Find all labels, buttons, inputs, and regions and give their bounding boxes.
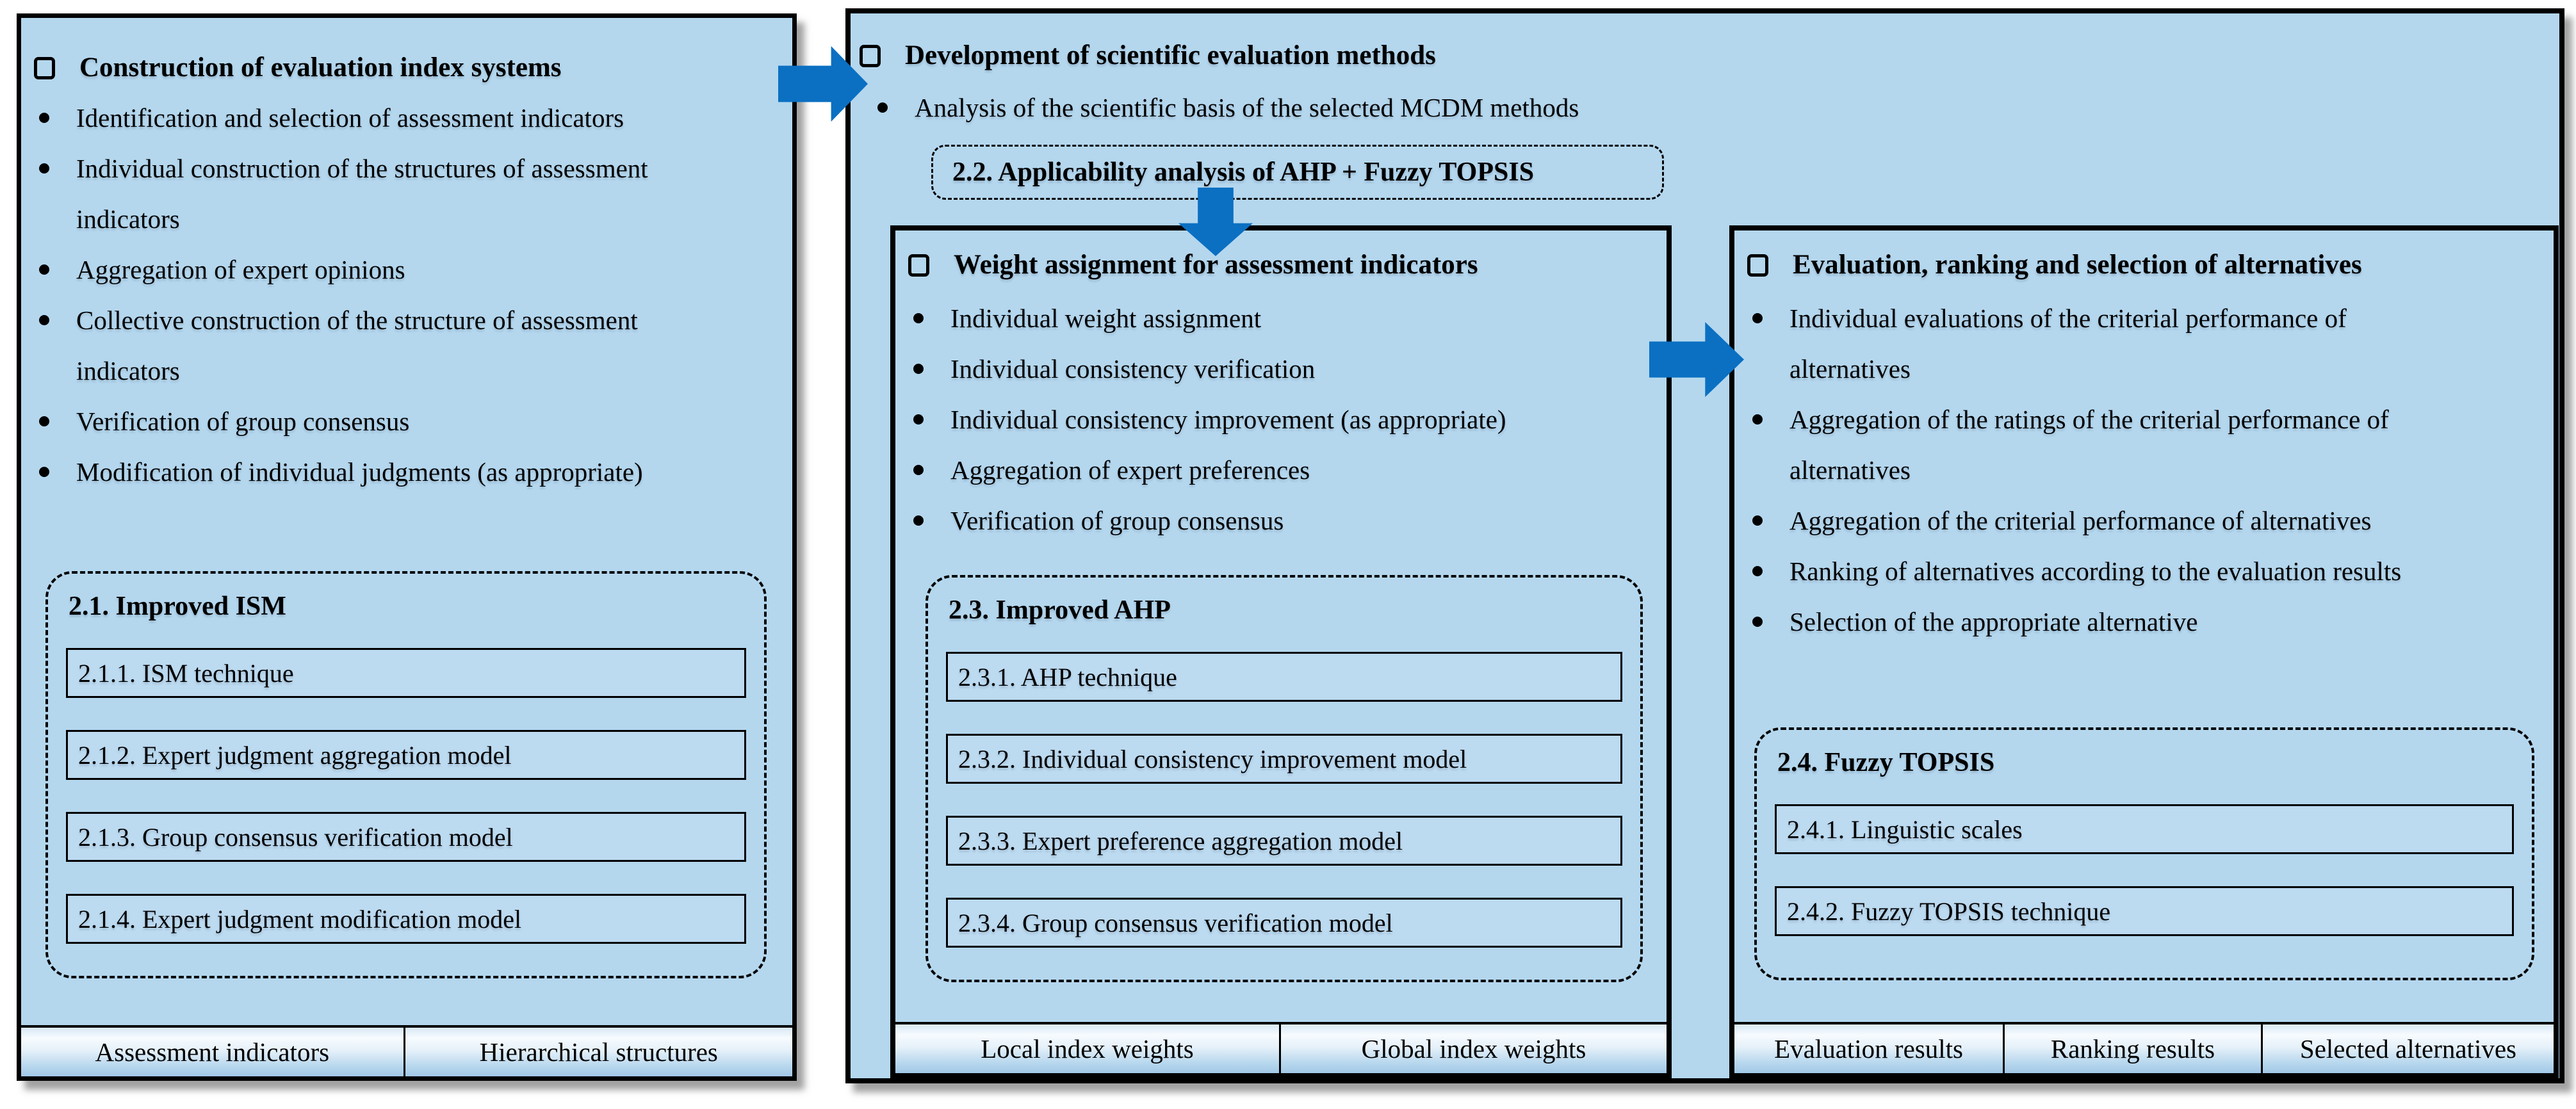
output-cell: Local index weights xyxy=(895,1024,1281,1073)
bullet-dot-icon xyxy=(1752,313,1763,323)
bullet-dot-icon xyxy=(913,414,924,425)
output-cell: Evaluation results xyxy=(1734,1024,2005,1073)
list-item: Identification and selection of assessme… xyxy=(21,93,720,143)
outputs-bar: Assessment indicators Hierarchical struc… xyxy=(21,1025,792,1076)
panel-header: Development of scientific evaluation met… xyxy=(860,38,1436,74)
list-item: Aggregation of the criterial performance… xyxy=(1734,496,2470,546)
model-item-box: 2.1.2. Expert judgment aggregation model xyxy=(66,730,746,780)
model-item-box: 2.3.1. AHP technique xyxy=(946,652,1622,702)
box-title: 2.4. Fuzzy TOPSIS xyxy=(1777,748,1995,777)
model-item-box: 2.3.2. Individual consistency improvemen… xyxy=(946,734,1622,784)
list-item: Individual evaluations of the criterial … xyxy=(1734,293,2470,394)
applicability-analysis-box: 2.2. Applicability analysis of AHP + Fuz… xyxy=(931,145,1664,200)
list-item: Verification of group consensus xyxy=(895,496,1661,546)
fuzzy-topsis-box: 2.4. Fuzzy TOPSIS 2.4.1. Linguistic scal… xyxy=(1754,727,2534,980)
bullet-dot-icon xyxy=(39,113,49,123)
improved-ism-box: 2.1. Improved ISM 2.1.1. ISM technique 2… xyxy=(45,571,767,978)
box-title: 2.3. Improved AHP xyxy=(949,595,1171,625)
model-item-box: 2.1.4. Expert judgment modification mode… xyxy=(66,894,746,944)
outputs-bar: Local index weights Global index weights xyxy=(895,1022,1667,1073)
output-cell: Global index weights xyxy=(1361,1034,1586,1064)
model-item-list: 2.1.1. ISM technique 2.1.2. Expert judgm… xyxy=(66,648,746,944)
bullet-list: Individual weight assignment Individual … xyxy=(895,293,1661,546)
bullet-dot-icon xyxy=(39,467,49,477)
bullet-dot-icon xyxy=(877,102,888,113)
bullet-dot-icon xyxy=(39,264,49,275)
model-item-box: 2.4.2. Fuzzy TOPSIS technique xyxy=(1775,886,2514,936)
bullet-dot-icon xyxy=(1752,515,1763,526)
model-item-box: 2.4.1. Linguistic scales xyxy=(1775,804,2514,854)
bullet-dot-icon xyxy=(39,416,49,426)
bullet-list: Individual evaluations of the criterial … xyxy=(1734,293,2470,647)
outputs-bar: Evaluation results Ranking results Selec… xyxy=(1734,1022,2554,1073)
bullet-dot-icon xyxy=(913,465,924,475)
panel-header-label: Construction of evaluation index systems xyxy=(79,53,562,83)
square-bullet-icon xyxy=(34,56,55,79)
list-item: Ranking of alternatives according to the… xyxy=(1734,546,2470,597)
bullet-dot-icon xyxy=(913,313,924,323)
bullet-dot-icon xyxy=(39,163,49,174)
weight-assignment-subpanel: Weight assignment for assessment indicat… xyxy=(890,225,1672,1078)
model-item-box: 2.1.1. ISM technique xyxy=(66,648,746,698)
list-item: Individual consistency verification xyxy=(895,344,1661,394)
bullet-dot-icon xyxy=(1752,566,1763,576)
list-item: Verification of group consensus xyxy=(21,396,720,447)
evaluation-methods-panel: Development of scientific evaluation met… xyxy=(845,8,2564,1083)
output-cell: Ranking results xyxy=(2005,1024,2263,1073)
model-item-list: 2.3.1. AHP technique 2.3.2. Individual c… xyxy=(946,652,1622,948)
panel-header-label: Development of scientific evaluation met… xyxy=(905,40,1436,70)
square-bullet-icon xyxy=(1747,254,1768,277)
list-item: Modification of individual judgments (as… xyxy=(21,447,720,498)
panel-header: Evaluation, ranking and selection of alt… xyxy=(1747,247,2362,283)
model-item-box: 2.3.4. Group consensus verification mode… xyxy=(946,898,1622,948)
evaluation-ranking-subpanel: Evaluation, ranking and selection of alt… xyxy=(1729,225,2559,1078)
list-item: Analysis of the scientific basis of the … xyxy=(860,83,2452,133)
index-construction-panel: Construction of evaluation index systems… xyxy=(17,13,797,1081)
bullet-list: Analysis of the scientific basis of the … xyxy=(860,83,2452,133)
model-item-box: 2.1.3. Group consensus verification mode… xyxy=(66,812,746,862)
box-title: 2.1. Improved ISM xyxy=(69,592,286,621)
output-cell: Hierarchical structures xyxy=(479,1037,718,1067)
bullet-dot-icon xyxy=(913,515,924,526)
improved-ahp-box: 2.3. Improved AHP 2.3.1. AHP technique 2… xyxy=(925,575,1643,982)
list-item: Aggregation of expert preferences xyxy=(895,445,1661,496)
panel-header: Weight assignment for assessment indicat… xyxy=(908,247,1478,283)
panel-header: Construction of evaluation index systems xyxy=(34,50,562,86)
list-item: Aggregation of the ratings of the criter… xyxy=(1734,394,2470,496)
bullet-dot-icon xyxy=(913,364,924,374)
bullet-list: Identification and selection of assessme… xyxy=(21,93,720,498)
list-item: Collective construction of the structure… xyxy=(21,295,720,396)
square-bullet-icon xyxy=(908,254,929,277)
square-bullet-icon xyxy=(860,44,881,67)
panel-header-label: Evaluation, ranking and selection of alt… xyxy=(1793,250,2362,280)
list-item: Selection of the appropriate alternative xyxy=(1734,597,2470,647)
bullet-dot-icon xyxy=(1752,617,1763,627)
bullet-dot-icon xyxy=(39,315,49,325)
list-item: Individual construction of the structure… xyxy=(21,143,720,245)
list-item: Individual weight assignment xyxy=(895,293,1661,344)
output-cell: Selected alternatives xyxy=(2299,1034,2516,1064)
list-item: Aggregation of expert opinions xyxy=(21,245,720,295)
model-item-box: 2.3.3. Expert preference aggregation mod… xyxy=(946,816,1622,866)
model-item-list: 2.4.1. Linguistic scales 2.4.2. Fuzzy TO… xyxy=(1775,804,2514,936)
bullet-dot-icon xyxy=(1752,414,1763,425)
output-cell: Assessment indicators xyxy=(21,1028,405,1076)
list-item: Individual consistency improvement (as a… xyxy=(895,394,1661,445)
